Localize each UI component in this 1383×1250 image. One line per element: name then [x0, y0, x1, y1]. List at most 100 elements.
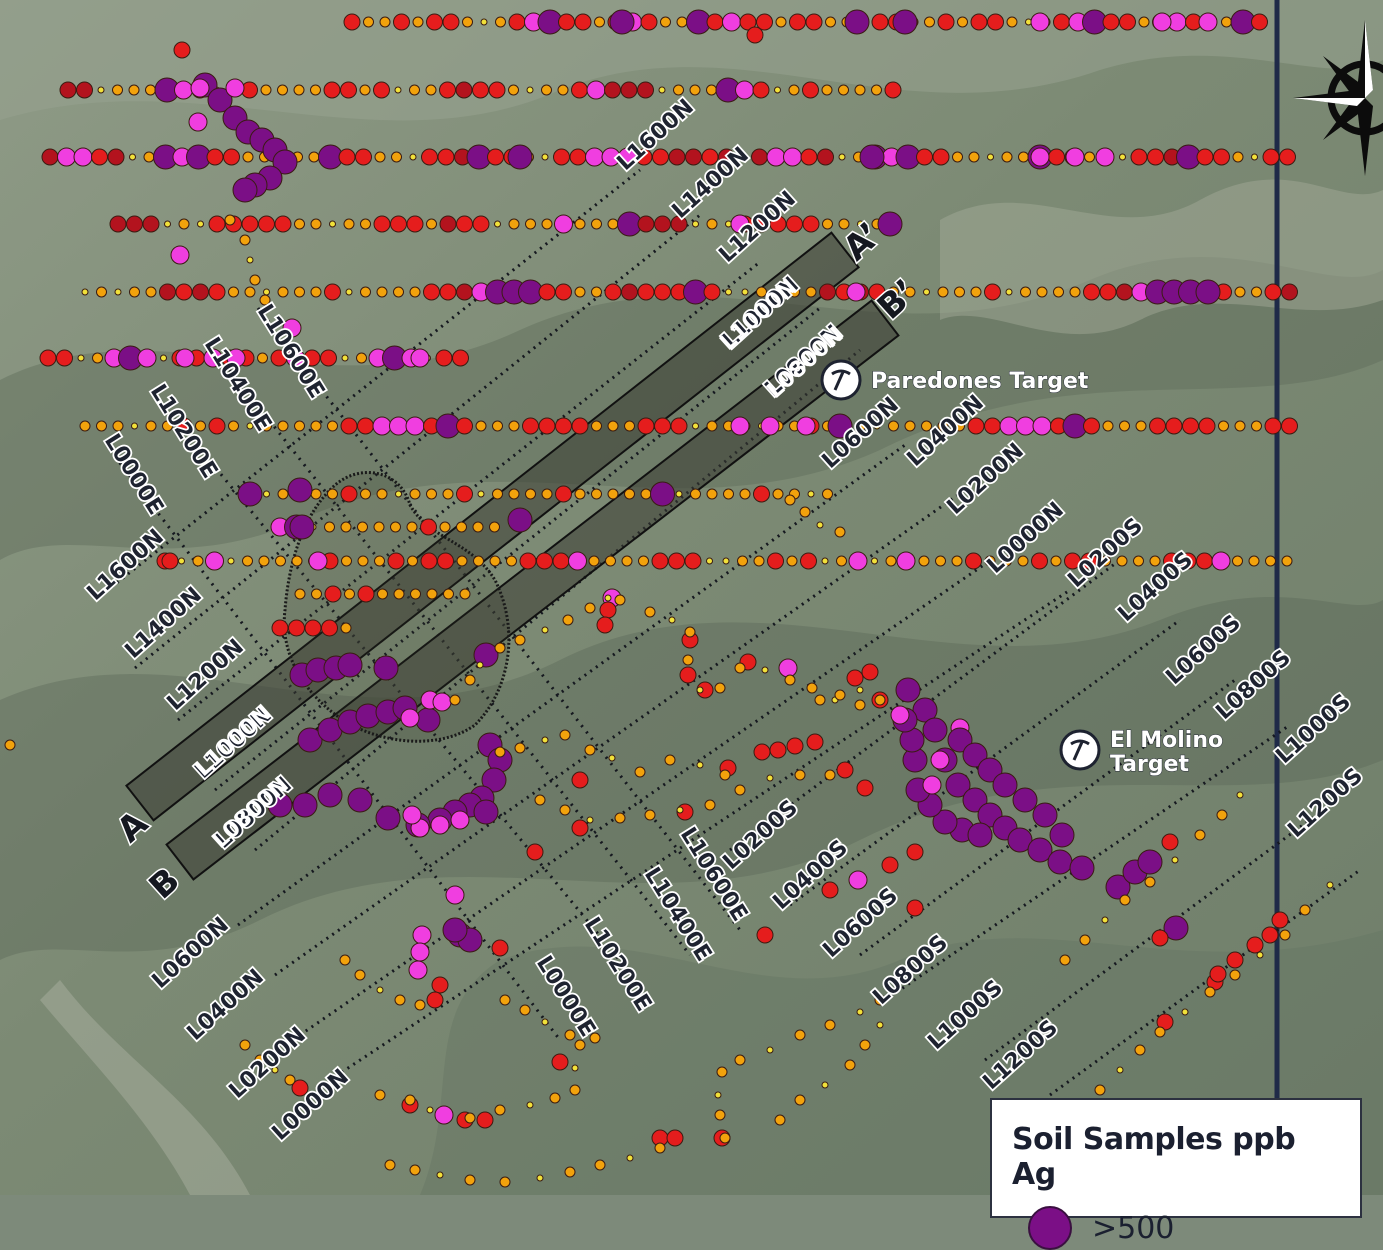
soil-sample	[192, 283, 209, 301]
soil-sample	[538, 417, 556, 435]
soil-sample	[340, 521, 352, 533]
soil-sample	[930, 750, 950, 770]
soil-sample	[541, 736, 549, 744]
soil-sample	[282, 318, 302, 338]
soil-sample	[557, 84, 569, 96]
soil-sample	[410, 348, 430, 368]
soil-sample	[344, 588, 355, 600]
soil-sample	[554, 214, 573, 234]
soil-sample	[846, 669, 864, 687]
soil-sample	[406, 215, 424, 233]
soil-sample	[96, 420, 107, 432]
soil-sample	[834, 689, 846, 701]
soil-sample	[992, 772, 1018, 798]
soil-sample	[937, 13, 955, 31]
soil-sample	[472, 521, 484, 533]
soil-sample	[571, 1064, 579, 1072]
soil-sample	[1050, 555, 1062, 567]
soil-sample	[1079, 934, 1091, 946]
legend-swatch	[1028, 1206, 1072, 1250]
soil-sample	[489, 521, 500, 533]
soil-sample	[374, 1089, 386, 1101]
soil-sample	[821, 1081, 829, 1089]
soil-sample	[345, 288, 353, 296]
soil-sample	[59, 81, 77, 99]
soil-sample	[637, 81, 654, 99]
soil-sample	[526, 843, 544, 861]
soil-sample	[1027, 837, 1053, 863]
soil-sample	[857, 220, 864, 228]
soil-sample	[142, 215, 160, 233]
soil-sample	[143, 151, 155, 163]
soil-sample	[159, 283, 176, 301]
soil-sample	[249, 274, 261, 286]
soil-sample	[1251, 13, 1268, 31]
soil-sample	[145, 286, 157, 298]
soil-sample	[1134, 1044, 1146, 1056]
soil-sample	[271, 619, 289, 637]
soil-sample	[739, 488, 751, 500]
soil-sample	[970, 13, 988, 31]
soil-sample	[287, 477, 313, 503]
soil-sample	[197, 220, 204, 228]
soil-sample	[753, 743, 771, 761]
soil-sample	[327, 420, 338, 432]
soil-sample	[586, 816, 594, 824]
soil-sample	[690, 488, 701, 500]
soil-sample	[208, 417, 226, 435]
soil-sample	[668, 552, 685, 570]
soil-sample	[310, 286, 322, 298]
soil-sample	[890, 705, 910, 725]
soil-sample	[596, 616, 614, 634]
soil-sample	[1084, 151, 1095, 163]
soil-sample	[945, 772, 971, 798]
soil-sample	[714, 1109, 726, 1121]
soil-sample	[462, 16, 473, 28]
soil-sample	[494, 746, 506, 758]
soil-sample	[205, 551, 224, 571]
soil-sample	[706, 488, 718, 500]
soil-sample	[761, 666, 769, 674]
soil-sample	[442, 488, 454, 500]
soil-sample	[541, 488, 553, 500]
soil-sample	[769, 741, 787, 759]
soil-sample	[435, 349, 453, 367]
soil-sample	[514, 742, 526, 754]
soil-sample	[873, 422, 881, 430]
soil-sample	[258, 555, 270, 567]
soil-sample	[541, 626, 549, 634]
soil-sample	[379, 16, 391, 28]
soil-sample	[848, 870, 868, 890]
soil-sample	[871, 13, 889, 31]
soil-sample	[359, 84, 371, 96]
soil-sample	[1279, 929, 1291, 941]
soil-sample	[409, 1164, 421, 1176]
soil-sample	[706, 13, 724, 31]
soil-sample	[668, 148, 686, 166]
soil-sample	[436, 1171, 444, 1179]
soil-sample	[442, 917, 468, 943]
soil-sample	[404, 1094, 416, 1106]
soil-sample	[410, 942, 430, 962]
soil-sample	[676, 16, 688, 28]
soil-sample	[293, 84, 305, 96]
soil-sample	[355, 148, 372, 166]
soil-sample	[450, 810, 470, 830]
soil-sample	[806, 682, 818, 694]
soil-sample	[574, 488, 586, 500]
soil-sample	[821, 557, 829, 565]
soil-sample	[477, 490, 485, 498]
soil-sample	[586, 80, 606, 100]
soil-sample	[551, 1053, 569, 1071]
soil-sample	[188, 112, 208, 132]
soil-sample	[126, 215, 143, 233]
soil-sample	[884, 81, 902, 99]
soil-sample	[932, 148, 950, 166]
soil-sample	[310, 488, 322, 500]
soil-sample	[405, 416, 425, 436]
soil-sample	[525, 488, 536, 500]
soil-sample	[455, 81, 473, 99]
soil-sample	[1281, 283, 1298, 301]
soil-sample	[814, 694, 826, 706]
